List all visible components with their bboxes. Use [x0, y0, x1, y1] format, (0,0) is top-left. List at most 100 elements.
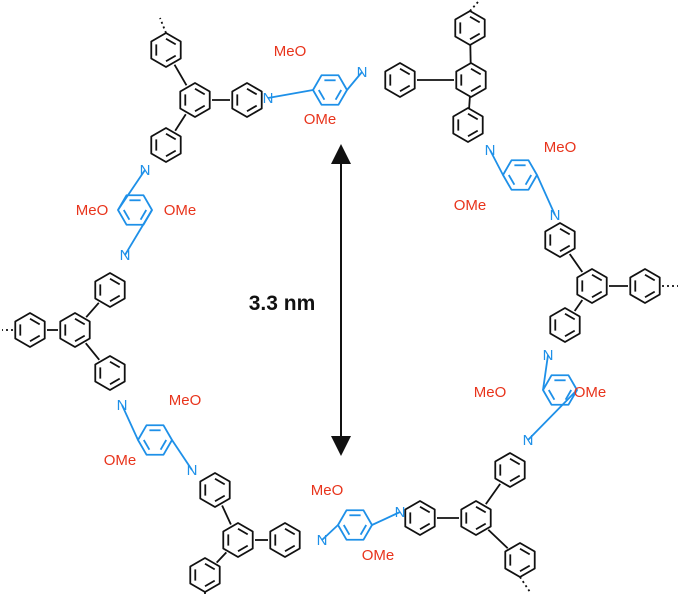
aromatic-double-bond — [237, 528, 249, 536]
aromatic-double-bond — [644, 274, 656, 282]
aromatic-double-bond — [204, 563, 216, 571]
aromatic-double-bond — [343, 524, 351, 536]
continuation-bond — [519, 576, 531, 593]
phenyl-ring — [199, 472, 231, 508]
phenyl-ring — [629, 268, 661, 304]
imine-bond — [371, 511, 401, 526]
imine-bond — [536, 174, 556, 216]
imine-bond — [489, 149, 504, 176]
imine-bond — [171, 439, 193, 471]
aromatic-double-bond — [508, 174, 516, 186]
aromatic-double-bond — [467, 113, 479, 121]
imine-n-label: N — [263, 90, 274, 107]
biaryl-bond — [174, 113, 187, 132]
aromatic-double-bond — [359, 524, 367, 536]
imine-n-label: N — [523, 432, 534, 449]
continuation-bond — [159, 17, 167, 34]
aromatic-double-bond — [165, 38, 177, 46]
phenyl-ring — [544, 222, 576, 258]
aromatic-double-bond — [204, 579, 216, 587]
biaryl-bond — [221, 505, 232, 525]
phenyl-ring — [94, 272, 126, 308]
aromatic-double-bond — [469, 32, 481, 40]
imine-dialdehyde-bonds — [117, 71, 578, 541]
phenyl-ring — [269, 522, 301, 558]
aromatic-double-bond — [109, 377, 121, 385]
aromatic-double-bond — [165, 54, 177, 62]
imine-n-label: N — [485, 142, 496, 159]
phenyl-ring — [14, 312, 46, 348]
central-benzene-ring — [460, 500, 492, 536]
methoxy-label: MeO — [544, 139, 577, 156]
imine-bond — [527, 389, 578, 441]
imine-n-label: N — [543, 347, 554, 364]
methoxy-label: MeO — [474, 384, 507, 401]
aromatic-double-bond — [194, 104, 206, 112]
imine-n-label: N — [117, 397, 128, 414]
imine-bond — [267, 89, 314, 99]
aromatic-double-bond — [334, 89, 342, 101]
aromatic-double-bond — [564, 389, 572, 401]
methoxy-label: OMe — [304, 111, 337, 128]
methoxy-label: OMe — [164, 202, 197, 219]
aromatic-double-bond — [470, 84, 482, 92]
imine-bond — [117, 169, 146, 211]
aromatic-double-bond — [159, 439, 167, 451]
aromatic-double-bond — [318, 89, 326, 101]
imine-n-label: N — [357, 64, 368, 81]
aromatic-double-bond — [509, 458, 521, 466]
aromatic-double-bond — [214, 494, 226, 502]
biaryl-bond — [468, 96, 471, 109]
imine-n-label: N — [140, 162, 151, 179]
aromatic-double-bond — [475, 506, 487, 514]
methoxy-label: MeO — [76, 202, 109, 219]
continuation-bond — [469, 1, 479, 12]
central-benzene-ring — [576, 268, 608, 304]
phenyl-ring — [94, 355, 126, 391]
aromatic-double-bond — [564, 313, 576, 321]
imine-n-label: N — [317, 532, 328, 549]
central-benzene-ring — [222, 522, 254, 558]
central-benzene-ring — [59, 312, 91, 348]
phenyl-ring — [384, 62, 416, 98]
phenyl-ring — [150, 127, 182, 163]
aromatic-double-bond — [519, 548, 531, 556]
imine-bond — [542, 354, 549, 391]
methoxy-label: MeO — [169, 392, 202, 409]
aromatic-double-bond — [246, 104, 258, 112]
aromatic-double-bond — [559, 244, 571, 252]
aromatic-double-bond — [29, 318, 41, 326]
aromatic-double-bond — [399, 84, 411, 92]
imine-n-label: N — [187, 462, 198, 479]
biaryl-bond — [216, 551, 227, 564]
biaryl-bond — [487, 529, 509, 549]
central-benzene-ring — [455, 62, 487, 98]
methoxy-label: OMe — [574, 384, 607, 401]
aromatic-double-bond — [165, 133, 177, 141]
phenyl-ring — [494, 452, 526, 488]
aromatic-double-bond — [475, 522, 487, 530]
aromatic-double-bond — [419, 522, 431, 530]
imine-n-label: N — [395, 504, 406, 521]
aromatic-double-bond — [214, 478, 226, 486]
methoxy-label: MeO — [311, 482, 344, 499]
aromatic-double-bond — [29, 334, 41, 342]
phenyl-ring — [150, 32, 182, 68]
central-benzene-ring — [179, 82, 211, 118]
aromatic-double-bond — [74, 318, 86, 326]
aromatic-double-bond — [591, 274, 603, 282]
aromatic-double-bond — [109, 294, 121, 302]
imine-n-label: N — [120, 247, 131, 264]
aromatic-double-bond — [548, 389, 556, 401]
methoxy-label: OMe — [104, 452, 137, 469]
aromatic-double-bond — [509, 474, 521, 482]
aromatic-double-bond — [469, 16, 481, 24]
aromatic-double-bond — [519, 564, 531, 572]
aromatic-double-bond — [109, 278, 121, 286]
biaryl-bond — [568, 253, 584, 273]
aromatic-double-bond — [237, 544, 249, 552]
aromatic-double-bond — [284, 544, 296, 552]
aromatic-double-bond — [143, 439, 151, 451]
